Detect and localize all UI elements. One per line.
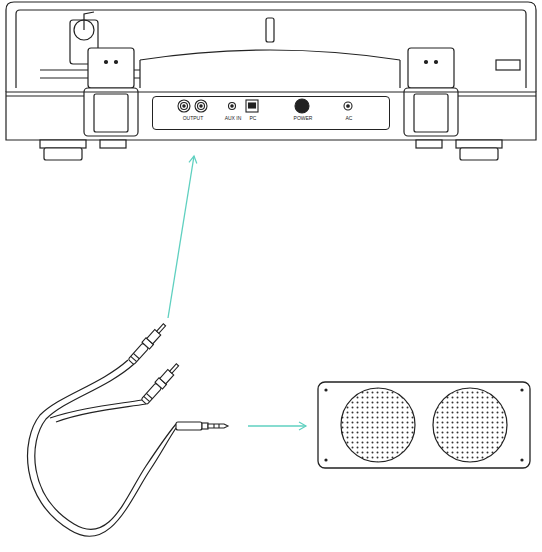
turntable-base — [6, 92, 536, 160]
jack-label: PC — [250, 115, 257, 121]
bluetooth-speaker — [318, 382, 530, 468]
jack-label: OUTPUT — [183, 115, 204, 121]
button-label: POWER — [294, 115, 313, 121]
connection-arrow — [248, 425, 306, 426]
rca-cable — [28, 360, 176, 536]
connection-panel: OUTPUT AUX IN PC POWER AC — [152, 96, 390, 130]
rca-plug — [140, 361, 181, 405]
connection-arrow — [168, 156, 194, 318]
connector-jacks — [178, 99, 352, 113]
turntable-lid — [6, 2, 536, 92]
aux-plug — [176, 422, 228, 430]
jack-label: AUX IN — [225, 115, 242, 121]
jack-label: AC — [346, 115, 353, 121]
rca-plug — [127, 321, 168, 365]
